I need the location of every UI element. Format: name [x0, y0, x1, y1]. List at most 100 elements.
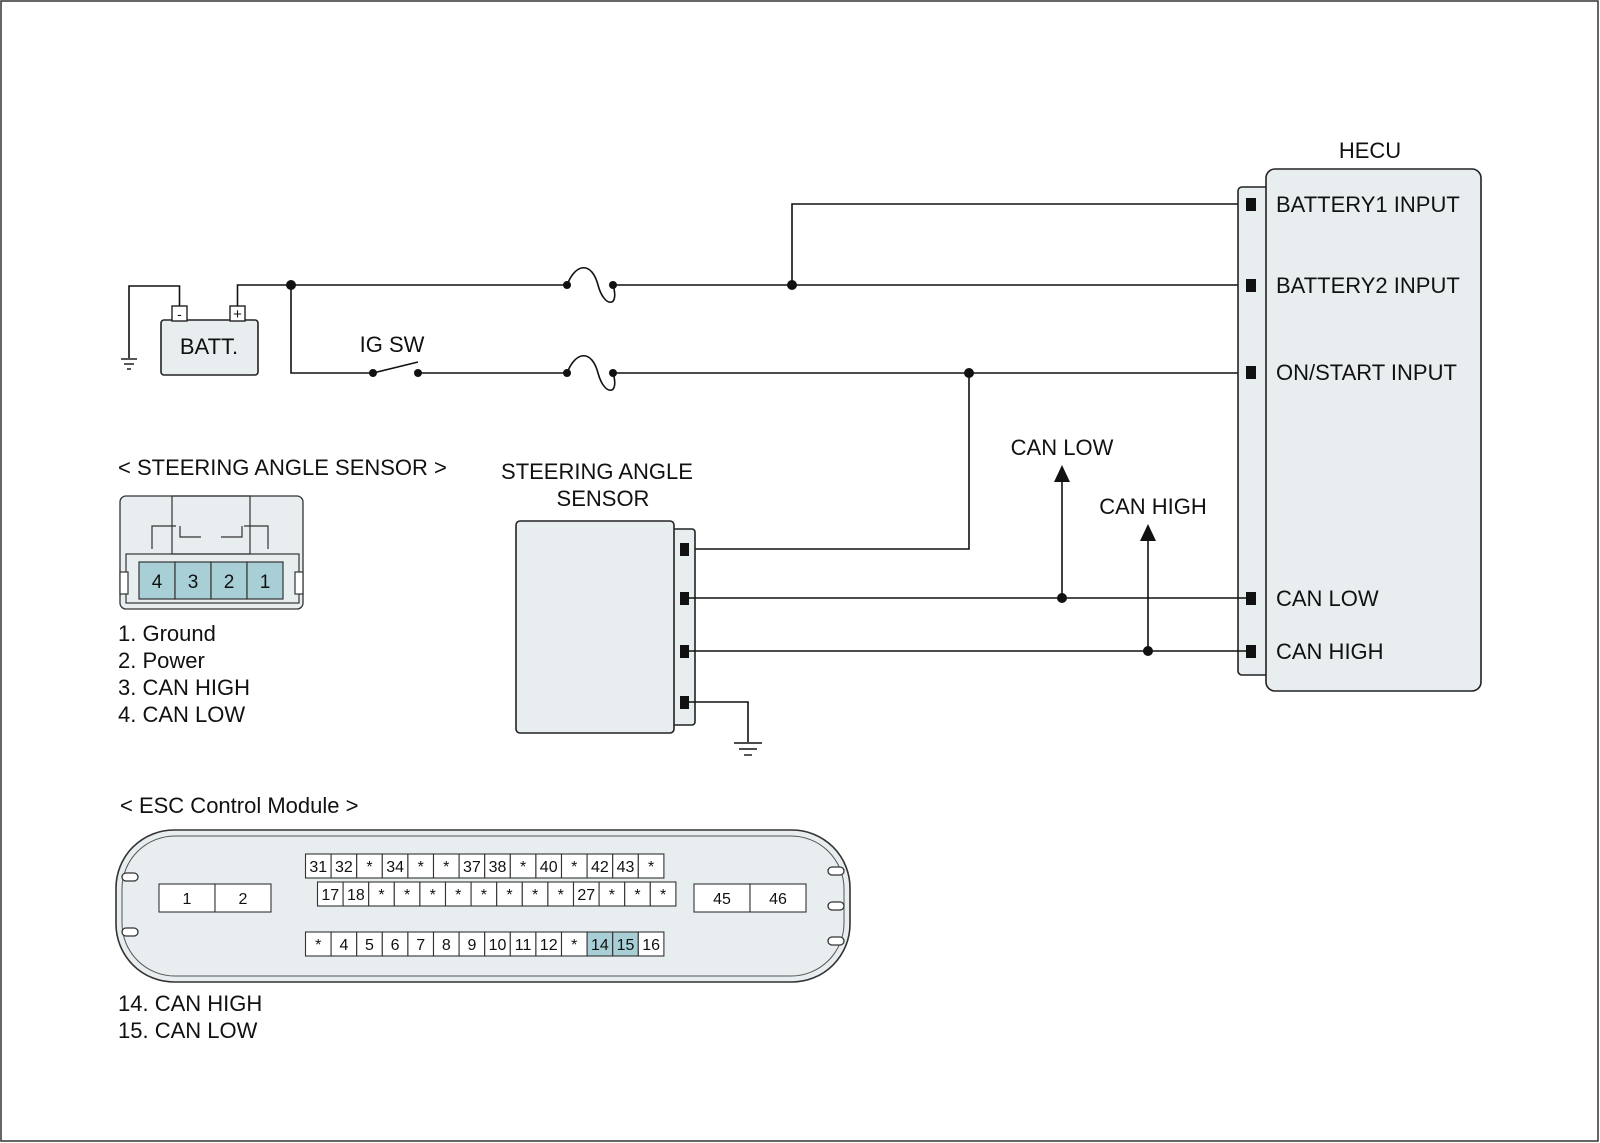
hecu-pin-terminal [1246, 645, 1256, 658]
sas-connector-key [151, 525, 269, 549]
sas-pin-cell [174, 561, 212, 600]
esc-pin-label: 12 [540, 937, 558, 954]
sas-connector-side-tab [294, 571, 304, 595]
ground-symbol-battery [121, 358, 137, 370]
esc-pin-label: 42 [591, 859, 609, 876]
can-high-arrow-icon [1140, 524, 1156, 541]
esc-pin-label: * [571, 937, 577, 954]
hecu-pin-terminal [1246, 592, 1256, 605]
sas-connector-key [179, 526, 243, 538]
esc-pin-cell: * [470, 881, 498, 907]
hecu-pin-on-start: ON/START INPUT [1276, 360, 1457, 385]
esc-pin-label: 31 [309, 859, 327, 876]
esc-pin-label: * [634, 887, 640, 904]
esc-pin-cell: 14 [586, 931, 614, 957]
battery-positive-wire [236, 284, 567, 306]
esc-pin-cell: * [393, 881, 421, 907]
esc-pin-cell: 40 [535, 853, 563, 879]
sas-connector-side-tab [119, 571, 129, 595]
esc-pin-cell: 18 [342, 881, 370, 907]
esc-pin-label: * [648, 859, 654, 876]
esc-pin-label: * [571, 859, 577, 876]
esc-pin-cell: 38 [484, 853, 511, 879]
ig-switch-label: IG SW [360, 332, 425, 357]
esc-pin-label: * [455, 887, 461, 904]
sas-legend-item: 3. CAN HIGH [118, 675, 250, 700]
esc-pin-cell: 31 [304, 853, 332, 879]
esc-pin-label: * [378, 887, 384, 904]
esc-pin-label: * [315, 937, 321, 954]
esc-pin-cell: 16 [637, 931, 665, 957]
esc-pin-cell: * [496, 881, 523, 907]
esc-legend-item: 14. CAN HIGH [118, 991, 262, 1016]
esc-pin-label: * [520, 859, 526, 876]
esc-pin-cell: * [509, 853, 537, 879]
esc-pin-label: 9 [467, 937, 476, 954]
hecu-pin-can-low: CAN LOW [1276, 586, 1379, 611]
sensor-title-line1: STEERING ANGLE [501, 459, 693, 484]
esc-pin-cell: * [560, 853, 588, 879]
esc-pin-cell: * [304, 931, 332, 957]
sensor-pin-terminal [680, 645, 689, 658]
sas-pin-cell [210, 561, 248, 600]
battery-body [160, 319, 259, 376]
esc-pin-cell: * [598, 881, 626, 907]
esc-pin-label: 16 [642, 937, 660, 954]
esc-pin-label: * [532, 887, 538, 904]
esc-pin-cell: * [356, 853, 383, 879]
esc-pin-cell: * [444, 881, 472, 907]
esc-pin-label: 4 [339, 937, 348, 954]
esc-pin-cell: 12 [535, 931, 563, 957]
esc-connector-title: < ESC Control Module > [120, 793, 358, 818]
ground-symbol-sensor [734, 742, 762, 756]
esc-pin-cell: 8 [432, 931, 460, 957]
esc-pin-label: * [506, 887, 512, 904]
sensor-title-line2: SENSOR [557, 486, 650, 511]
sas-connector-title: < STEERING ANGLE SENSOR > [118, 455, 447, 480]
esc-pin-cell: 34 [381, 853, 409, 879]
esc-pin-cell: 5 [356, 931, 383, 957]
esc-pin-cell: * [432, 853, 460, 879]
esc-pin-cell: 1 [158, 883, 216, 913]
hecu-title: HECU [1339, 138, 1401, 163]
battery-pos-label: + [233, 306, 242, 323]
battery-label: BATT. [180, 334, 238, 359]
hecu-body [1265, 168, 1482, 692]
esc-pin-cell: 46 [749, 883, 807, 913]
ig-feed-wire [290, 285, 373, 374]
esc-pin-label: * [366, 859, 372, 876]
hecu-pin-terminal [1246, 279, 1256, 292]
esc-pin-label: 37 [463, 859, 481, 876]
esc-pin-cell: 11 [509, 931, 537, 957]
esc-pin-label: * [443, 859, 449, 876]
esc-pin-label: 38 [489, 859, 507, 876]
battery-ground-wire [128, 285, 181, 358]
esc-pin-label: * [660, 887, 666, 904]
hecu: HECU BATTERY1 INPUT BATTERY2 INPUT ON/ST… [1237, 138, 1482, 692]
esc-pin-label: 18 [347, 887, 365, 904]
esc-pin-label: 17 [321, 887, 339, 904]
sas-pin-2: 2 [224, 572, 235, 593]
esc-pin-label: * [418, 859, 424, 876]
esc-pin-label: * [558, 887, 564, 904]
esc-pin-label: * [481, 887, 487, 904]
esc-pin-label: * [404, 887, 410, 904]
sas-pin-3: 3 [188, 572, 199, 593]
esc-pin-cell: 42 [586, 853, 614, 879]
sensor-power-wire [687, 373, 970, 550]
sas-legend-item: 2. Power [118, 648, 205, 673]
esc-pin-cell: 45 [693, 883, 751, 913]
esc-pin-cell: * [560, 931, 588, 957]
esc-pin-label: 11 [515, 937, 532, 954]
sensor-ground-wire [689, 701, 749, 742]
esc-pin-label: 15 [617, 937, 635, 954]
esc-pin-label: 43 [617, 859, 635, 876]
esc-pin-cell: 10 [484, 931, 511, 957]
hecu-pin-can-high: CAN HIGH [1276, 639, 1384, 664]
can-high-arrow-label: CAN HIGH [1099, 494, 1207, 519]
esc-pin-cell: 37 [458, 853, 486, 879]
sas-pin-4: 4 [152, 572, 163, 593]
